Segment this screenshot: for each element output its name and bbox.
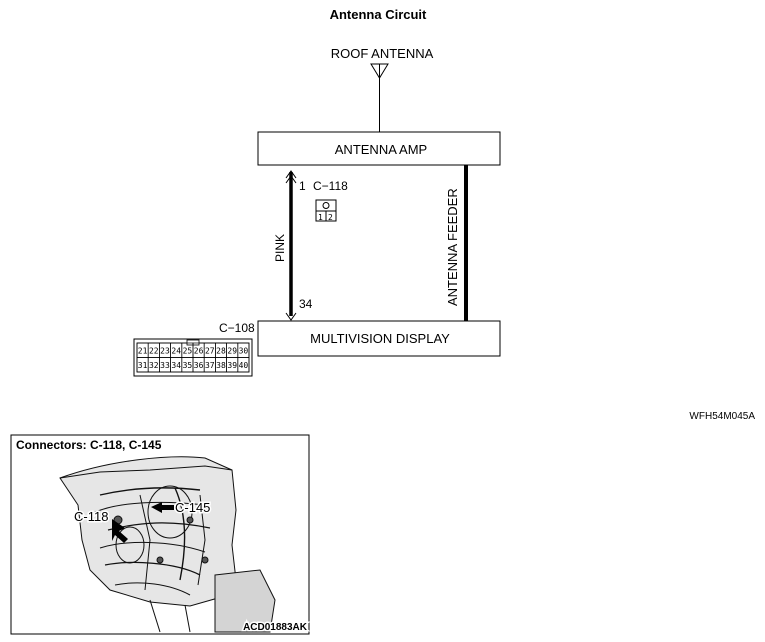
c108-pin-label: 21 — [138, 347, 148, 356]
diagram-code: WFH54M045A — [689, 411, 755, 422]
c108-pin-label: 29 — [227, 347, 237, 356]
image-code: ACD01883AK — [243, 622, 308, 633]
connector-c108-icon — [133, 338, 253, 377]
c108-pin-label: 32 — [149, 361, 159, 370]
c108-pin-label: 25 — [183, 347, 193, 356]
c108-pin-label: 28 — [216, 347, 226, 356]
c108-pin-label: 35 — [183, 361, 193, 370]
wire-pin-bottom: 34 — [299, 297, 313, 311]
callout-c118: C-118 — [74, 509, 108, 524]
c108-pin-label: 34 — [171, 361, 181, 370]
wire-color-label: PINK — [273, 234, 287, 262]
c108-pin-label: 37 — [205, 361, 215, 370]
c118-arrow-icon — [112, 519, 128, 543]
connector-c108-label: C−108 — [219, 321, 255, 335]
c108-pin-label: 33 — [160, 361, 170, 370]
callout-c145: C-145 — [175, 500, 210, 515]
diagram-title: Antenna Circuit — [330, 7, 427, 22]
c108-pin-label: 23 — [160, 347, 170, 356]
connector-c118-pin-1: 1 — [318, 213, 323, 222]
roof-antenna-icon — [370, 63, 389, 132]
c108-pin-label: 39 — [227, 361, 237, 370]
pink-wire — [285, 170, 297, 321]
c108-pin-label: 40 — [239, 361, 249, 370]
antenna-amp-label: ANTENNA AMP — [335, 142, 427, 157]
connectors-box-title: Connectors: C-118, C-145 — [16, 438, 162, 452]
c108-pin-cell — [237, 357, 250, 373]
c108-pin-label: 26 — [194, 347, 204, 356]
wire-pin-top: 1 — [299, 179, 306, 193]
c108-pin-label: 38 — [216, 361, 226, 370]
antenna-amp-box — [257, 131, 501, 166]
connector-c118-pin-2: 2 — [328, 213, 333, 222]
c145-arrow-icon — [151, 502, 174, 513]
multivision-display-box — [257, 320, 501, 357]
c108-pin-label: 24 — [171, 347, 181, 356]
multivision-display-label: MULTIVISION DISPLAY — [310, 331, 450, 346]
connector-c118-label: C−118 — [313, 179, 348, 193]
c108-pin-label: 36 — [194, 361, 204, 370]
connector-c118-icon — [315, 199, 337, 222]
antenna-feeder-label: ANTENNA FEEDER — [445, 188, 460, 306]
dashboard-illustration — [59, 456, 276, 633]
c108-pin-label: 31 — [138, 361, 148, 370]
roof-antenna-label: ROOF ANTENNA — [331, 46, 434, 61]
c108-pin-label: 27 — [205, 347, 215, 356]
c108-pin-label: 22 — [149, 347, 159, 356]
c108-pin-label: 30 — [239, 347, 249, 356]
